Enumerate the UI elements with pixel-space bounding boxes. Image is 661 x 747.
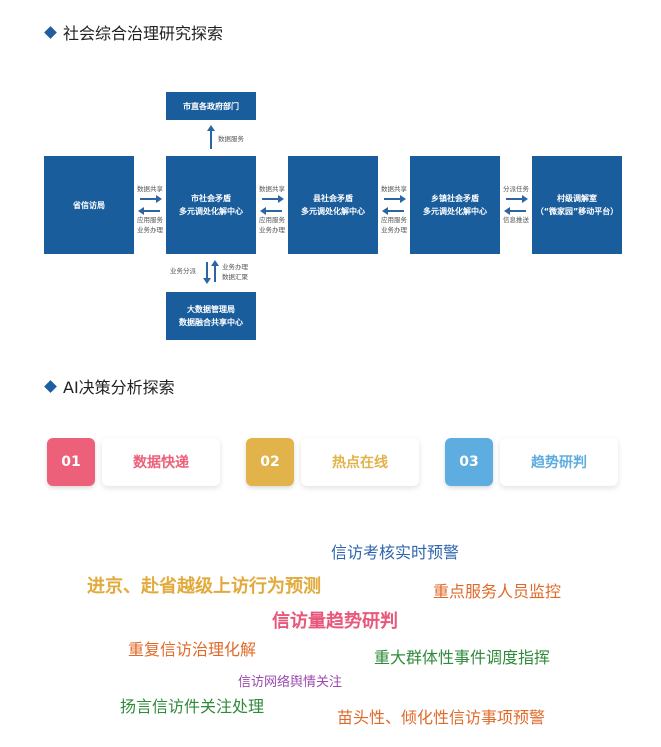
- label-apply-1: 应用服务 业务办理: [137, 216, 163, 234]
- card-number-01: 01: [47, 438, 95, 486]
- box-town-center: 乡镇社会矛盾 多元调处化解中心: [410, 156, 500, 254]
- label-business-aggregate: 业务办理 数据汇聚: [222, 263, 248, 281]
- word-cloud-item: 重大群体性事件调度指挥: [374, 648, 551, 667]
- word-cloud-item: 重点服务人员监控: [433, 582, 562, 601]
- label-share-1: 数据共享: [137, 185, 163, 193]
- word-cloud-item: 进京、赴省越级上访行为预测: [87, 576, 321, 597]
- arrow-left-icon: [260, 207, 282, 215]
- diamond-icon: [44, 25, 57, 39]
- arrow-up-icon: [211, 260, 219, 282]
- word-cloud-item: 信访考核实时预警: [331, 543, 460, 562]
- arrow-right-icon: [140, 195, 162, 203]
- label-data-service: 数据服务: [218, 135, 244, 143]
- label-business-dispatch: 业务分派: [170, 267, 196, 275]
- box-big-data-bureau: 大数据管理局 数据融合共享中心: [166, 292, 256, 340]
- card-data-express[interactable]: 数据快递: [102, 438, 220, 486]
- word-cloud-item: 扬言信访件关注处理: [120, 697, 265, 716]
- section-title: AI决策分析探索: [63, 378, 175, 397]
- arrow-left-icon: [382, 207, 404, 215]
- label-info-push: 信息推送: [503, 216, 529, 224]
- word-cloud-item: 重复信访治理化解: [128, 640, 257, 659]
- arrow-left-icon: [138, 207, 160, 215]
- arrow-left-icon: [504, 207, 526, 215]
- card-number-03: 03: [445, 438, 493, 486]
- arrow-up-icon: [207, 125, 215, 149]
- arrow-right-icon: [506, 195, 528, 203]
- label-share-3: 数据共享: [381, 185, 407, 193]
- card-number-02: 02: [246, 438, 294, 486]
- arrow-right-icon: [262, 195, 284, 203]
- card-hotspot-online[interactable]: 热点在线: [301, 438, 419, 486]
- word-cloud-item: 信访网络舆情关注: [238, 675, 343, 690]
- box-county-center: 县社会矛盾 多元调处化解中心: [288, 156, 378, 254]
- arrow-down-icon: [203, 262, 211, 284]
- section-title: 社会综合治理研究探索: [63, 24, 224, 43]
- label-dispatch-task: 分派任务: [503, 185, 529, 193]
- section-heading-governance: 社会综合治理研究探索: [44, 20, 224, 44]
- section-heading-ai: AI决策分析探索: [44, 374, 175, 398]
- box-city-center: 市社会矛盾 多元调处化解中心: [166, 156, 256, 254]
- label-share-2: 数据共享: [259, 185, 285, 193]
- card-trend-analysis[interactable]: 趋势研判: [500, 438, 618, 486]
- box-city-departments: 市直各政府部门: [166, 92, 256, 120]
- word-cloud-item: 苗头性、倾化性信访事项预警: [337, 708, 546, 727]
- word-cloud-item: 信访量趋势研判: [272, 611, 398, 632]
- label-apply-3: 应用服务 业务办理: [381, 216, 407, 234]
- arrow-right-icon: [384, 195, 406, 203]
- diamond-icon: [44, 379, 57, 393]
- label-apply-2: 应用服务 业务办理: [259, 216, 285, 234]
- box-province-petition: 省信访局: [44, 156, 134, 254]
- box-village-room: 村级调解室 （“微家园”移动平台）: [532, 156, 622, 254]
